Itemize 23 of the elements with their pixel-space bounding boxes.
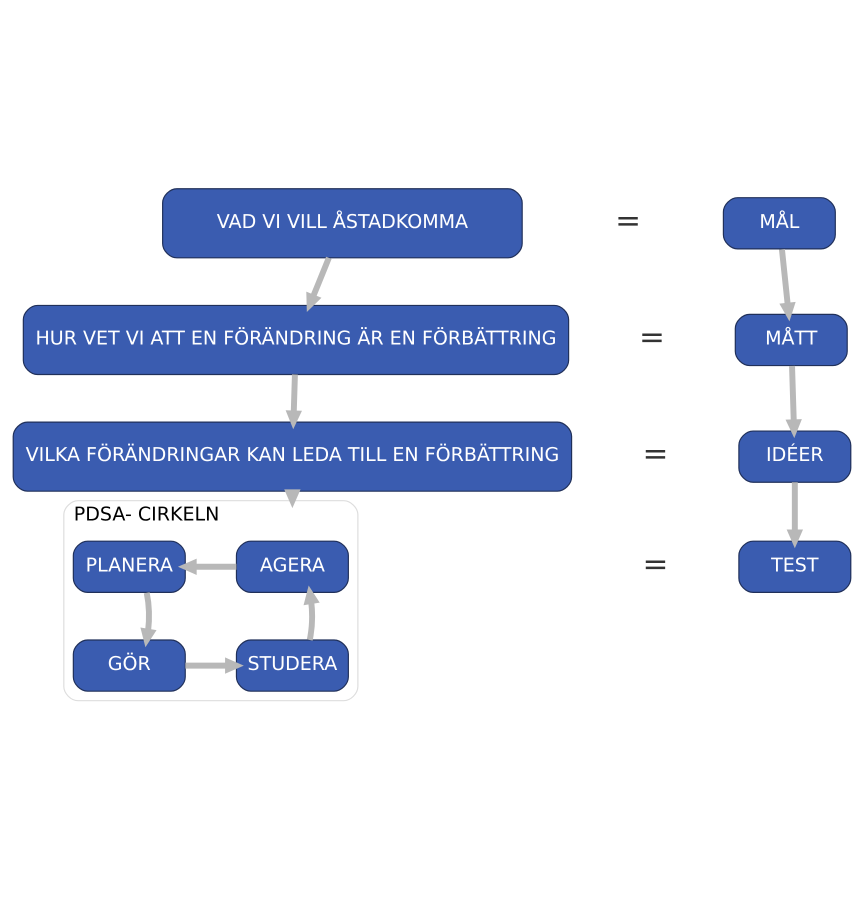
arrow (178, 558, 236, 575)
arrow (286, 374, 302, 430)
arrow (304, 585, 320, 641)
label: = (615, 202, 642, 239)
label: = (642, 546, 668, 582)
label: = (642, 436, 668, 472)
node-box: GÖR (72, 639, 186, 692)
node-box: HUR VET VI ATT EN FÖRÄNDRING ÄR EN FÖRBÄTTRING (22, 304, 570, 376)
arrow (306, 256, 332, 312)
arrow (786, 482, 804, 548)
node-box: AGERA (236, 540, 349, 593)
node-box: STUDERA (236, 639, 349, 692)
node-box: MÅTT (734, 314, 848, 366)
arrow (140, 592, 157, 648)
node-box: PLANERA (72, 540, 186, 593)
node-box: MÅL (722, 197, 836, 250)
arrow (185, 657, 244, 674)
node-box: IDÉER (738, 430, 852, 483)
label: = (638, 319, 665, 356)
node-box: VAD VI VILL ÅSTADKOMMA (162, 188, 523, 258)
arrow (778, 248, 796, 322)
node-box: TEST (738, 540, 852, 593)
arrow (786, 366, 802, 438)
